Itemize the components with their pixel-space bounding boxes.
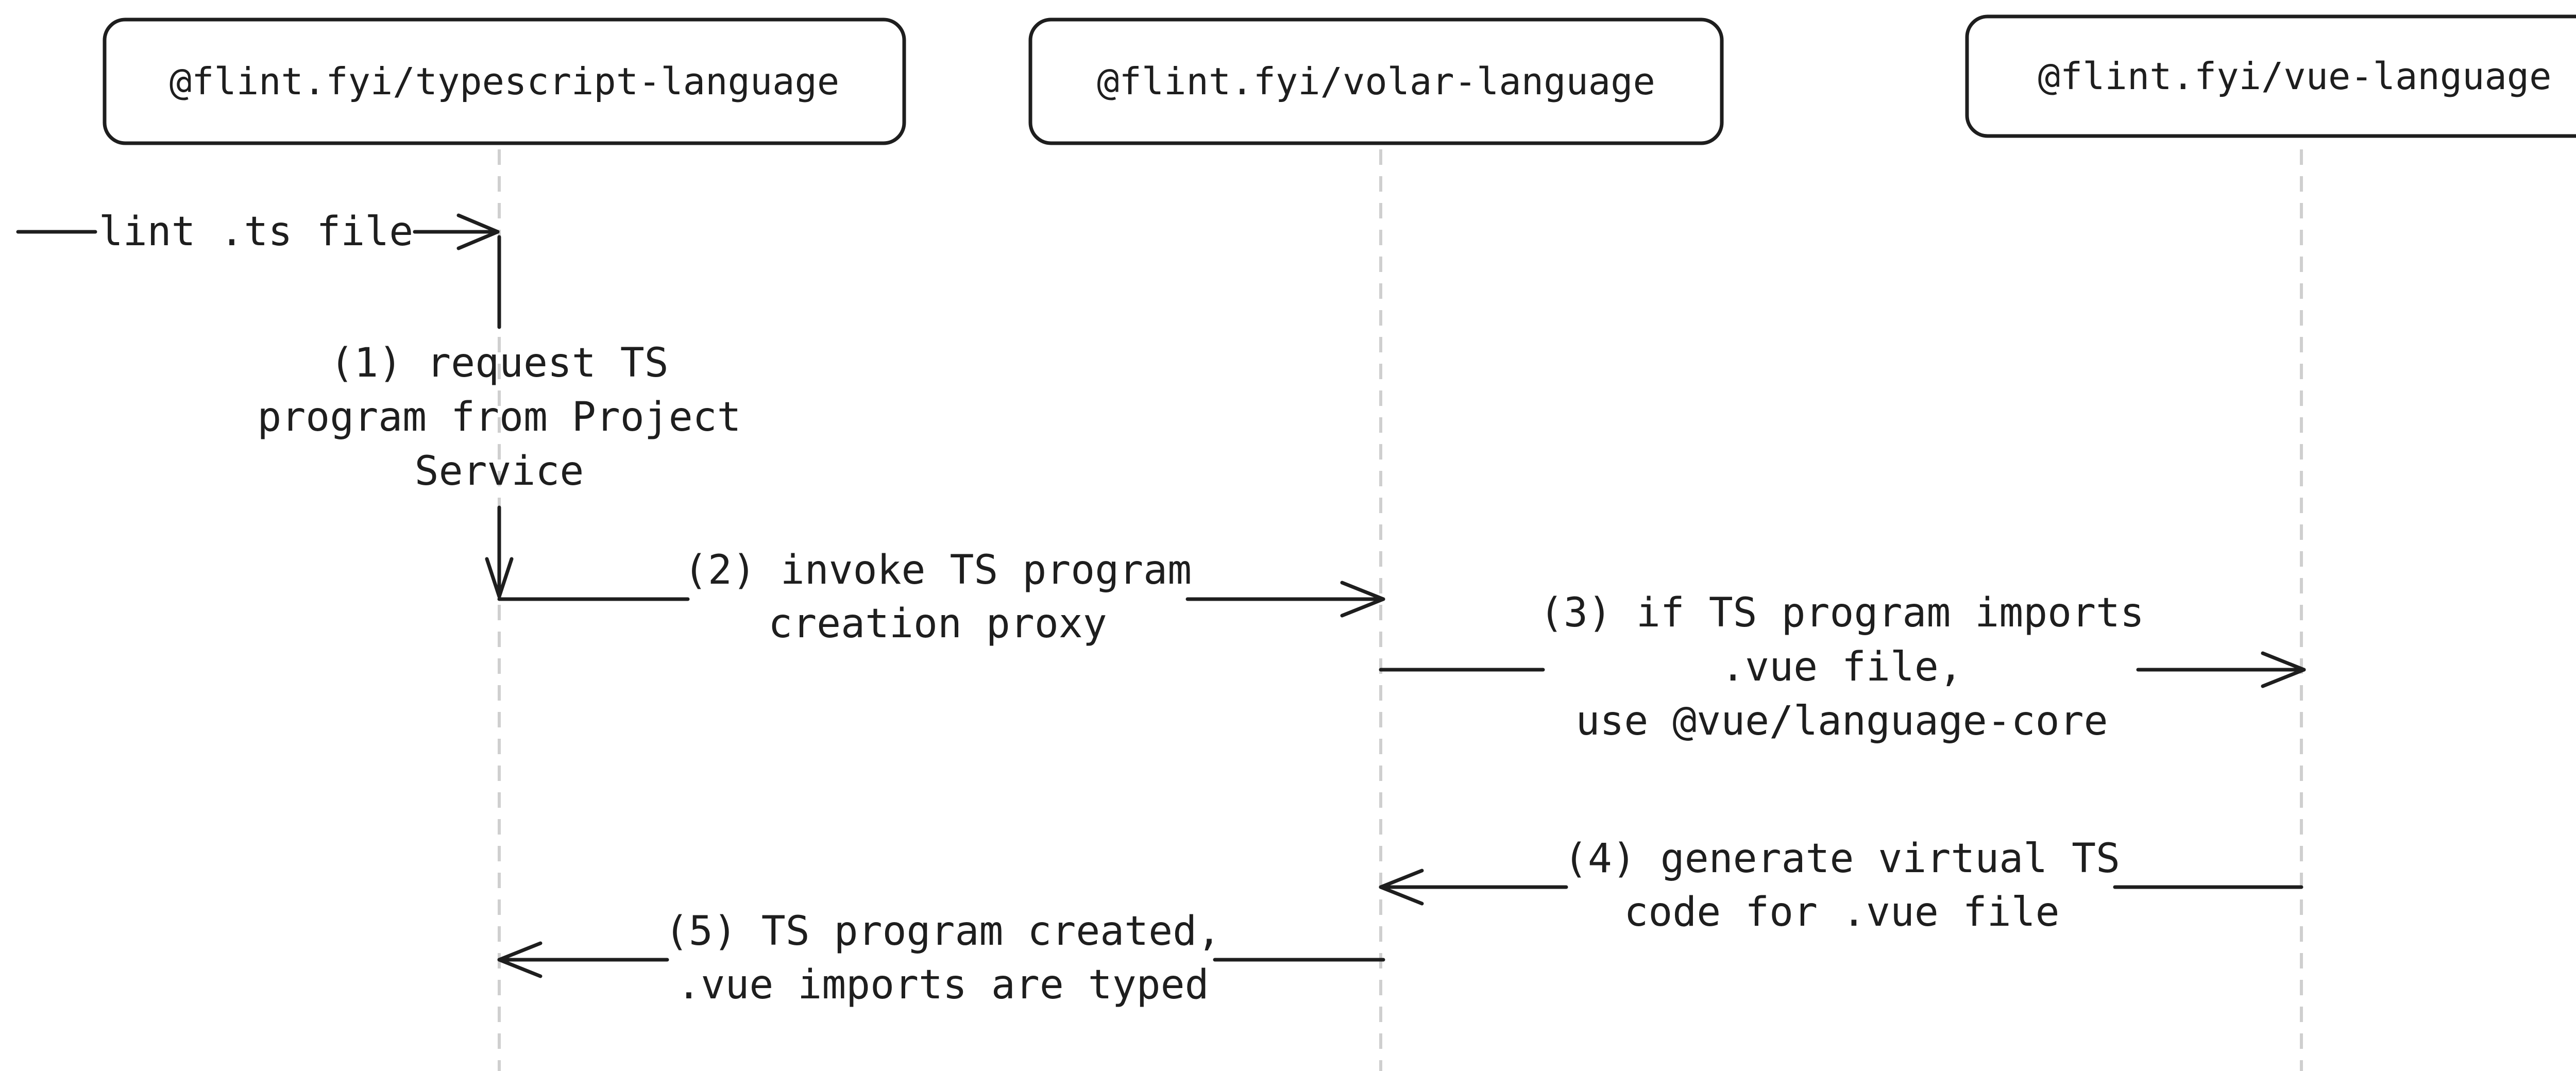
message-5-program-created: (5) TS program created, .vue imports are… <box>497 908 1385 1008</box>
participant-vue-language[interactable]: @flint.fyi/vue-language <box>1965 14 2576 138</box>
message-lint-ts-file: lint .ts file <box>16 209 500 255</box>
message-label: (3) if TS program imports <box>1539 590 2144 636</box>
message-label: (4) generate virtual TS <box>1564 836 2120 882</box>
message-label: (5) TS program created, <box>665 908 1221 955</box>
message-label: .vue file, <box>1721 644 1963 690</box>
message-label: program from Project <box>257 394 741 440</box>
participant-volar-language[interactable]: @flint.fyi/volar-language <box>1028 18 1724 145</box>
arrowhead <box>497 941 543 978</box>
participant-label: @flint.fyi/typescript-language <box>170 60 839 103</box>
message-label: use @vue/language-core <box>1575 698 2108 744</box>
message-label: creation proxy <box>768 601 1107 647</box>
message-4-generate-virtual-code: (4) generate virtual TS code for .vue fi… <box>1379 836 2303 936</box>
participant-typescript-language[interactable]: @flint.fyi/typescript-language <box>103 18 906 145</box>
participant-box <box>103 18 906 145</box>
participant-label: @flint.fyi/vue-language <box>2038 55 2552 98</box>
message-label: code for .vue file <box>1624 889 2059 936</box>
message-label: Service <box>415 448 584 495</box>
message-label: (1) request TS <box>330 340 668 386</box>
participant-box <box>1028 18 1724 145</box>
arrowhead <box>485 557 514 599</box>
message-label: (2) invoke TS program <box>684 547 1192 593</box>
arrowhead <box>456 213 500 250</box>
message-1-request-ts-program: (1) request TS program from Project Serv… <box>257 235 741 599</box>
arrowhead <box>2261 651 2306 688</box>
arrowhead <box>1340 581 1385 618</box>
participant-box <box>1965 14 2576 138</box>
participant-label: @flint.fyi/volar-language <box>1097 60 1655 103</box>
message-2-invoke-proxy: (2) invoke TS program creation proxy <box>497 547 1385 647</box>
arrowhead <box>1379 869 1424 906</box>
message-3-use-language-core: (3) if TS program imports .vue file, use… <box>1379 590 2306 744</box>
message-label: .vue imports are typed <box>676 962 1209 1008</box>
message-label: lint .ts file <box>99 209 413 255</box>
